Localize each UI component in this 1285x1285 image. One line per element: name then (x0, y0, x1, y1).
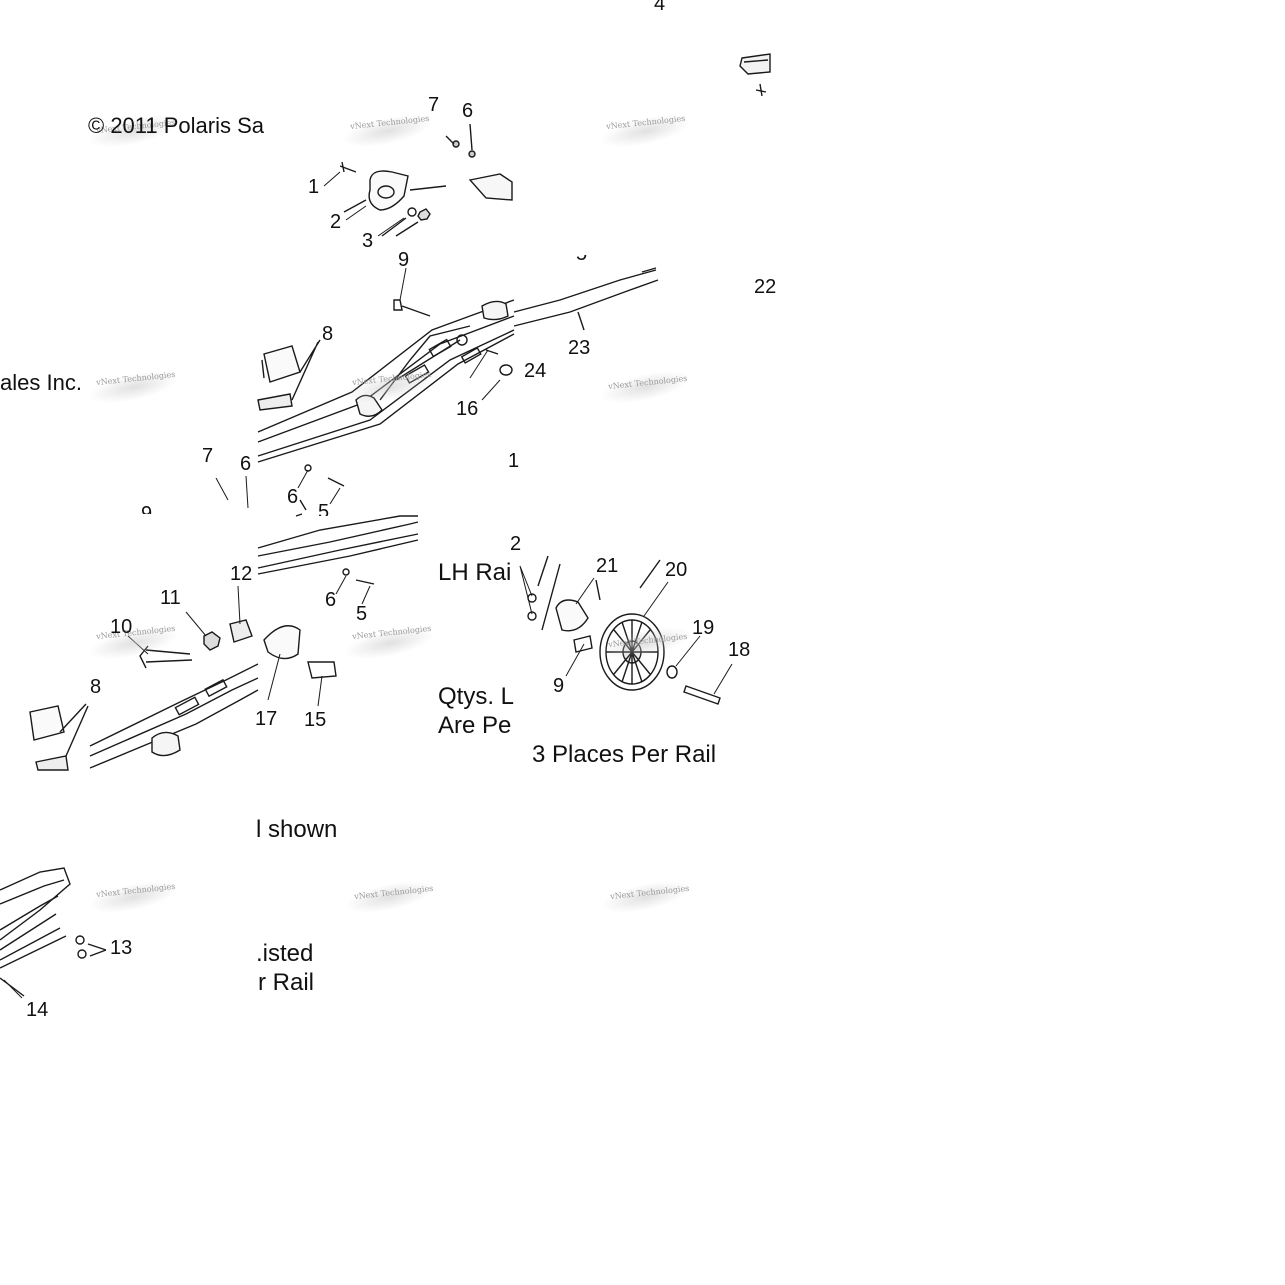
callout-3: 3 (362, 230, 374, 252)
callout-6: 6 (240, 453, 252, 475)
callout-4: 4 (654, 0, 666, 15)
callout-6: 6 (325, 589, 337, 611)
callout-7: 7 (428, 94, 440, 116)
callout-11: 11 (160, 587, 181, 609)
callout-5-partial: 5 (576, 243, 588, 265)
rail-end-fragment (739, 53, 771, 97)
callout-5: 5 (318, 501, 330, 523)
caption-per-rail: r Rail (258, 969, 315, 996)
callout-1: 1 (308, 176, 320, 198)
slide-rail-upper (257, 267, 659, 463)
callout-14: 14 (26, 999, 49, 1021)
callout-10: 10 (110, 616, 133, 638)
callout-23: 23 (568, 337, 591, 359)
callout-8: 8 (90, 676, 102, 698)
callout-8: 8 (322, 323, 334, 345)
callout-22: 22 (754, 276, 777, 298)
callout-5: 5 (356, 603, 368, 625)
callout-9-partial: 9 (141, 503, 153, 525)
callout-9: 9 (553, 675, 565, 697)
callout-2: 2 (330, 211, 342, 233)
wear-strip-lower (29, 703, 89, 771)
mount-bracket-part (339, 123, 513, 237)
callout-21: 21 (596, 555, 619, 577)
caption-listed: .isted (256, 940, 314, 967)
callout-20: 20 (665, 559, 688, 581)
caption-qtys-line-2: Are Pe (438, 712, 512, 739)
wear-strip-upper (257, 339, 321, 411)
caption-places-per-rail: 3 Places Per Rail (532, 741, 717, 768)
caption-shown: l shown (256, 816, 338, 843)
callout-24: 24 (524, 360, 547, 382)
copyright-text-continued: ales Inc. (0, 370, 82, 395)
slide-rail-middle (257, 464, 419, 585)
callout-19: 19 (692, 617, 715, 639)
rail-tip-fragment (0, 867, 107, 997)
callout-13: 13 (110, 937, 133, 959)
callout-18: 18 (728, 639, 751, 661)
callout-9: 9 (398, 249, 410, 271)
callout-17: 17 (255, 708, 278, 730)
callout-6: 6 (287, 486, 299, 508)
callout-12: 12 (230, 563, 253, 585)
copyright-text: © 2011 Polaris Sa (88, 113, 265, 138)
callout-7: 7 (202, 445, 214, 467)
callout-6: 6 (462, 100, 474, 122)
caption-qtys-line-1: Qtys. L (438, 683, 515, 710)
callout-15: 15 (304, 709, 327, 731)
callout-2: 2 (510, 533, 522, 555)
callout-1-partial: 1 (508, 450, 520, 472)
caption-lh-rail: LH Rai (438, 559, 512, 586)
leader-lines (3, 171, 733, 999)
callout-16: 16 (456, 398, 479, 420)
